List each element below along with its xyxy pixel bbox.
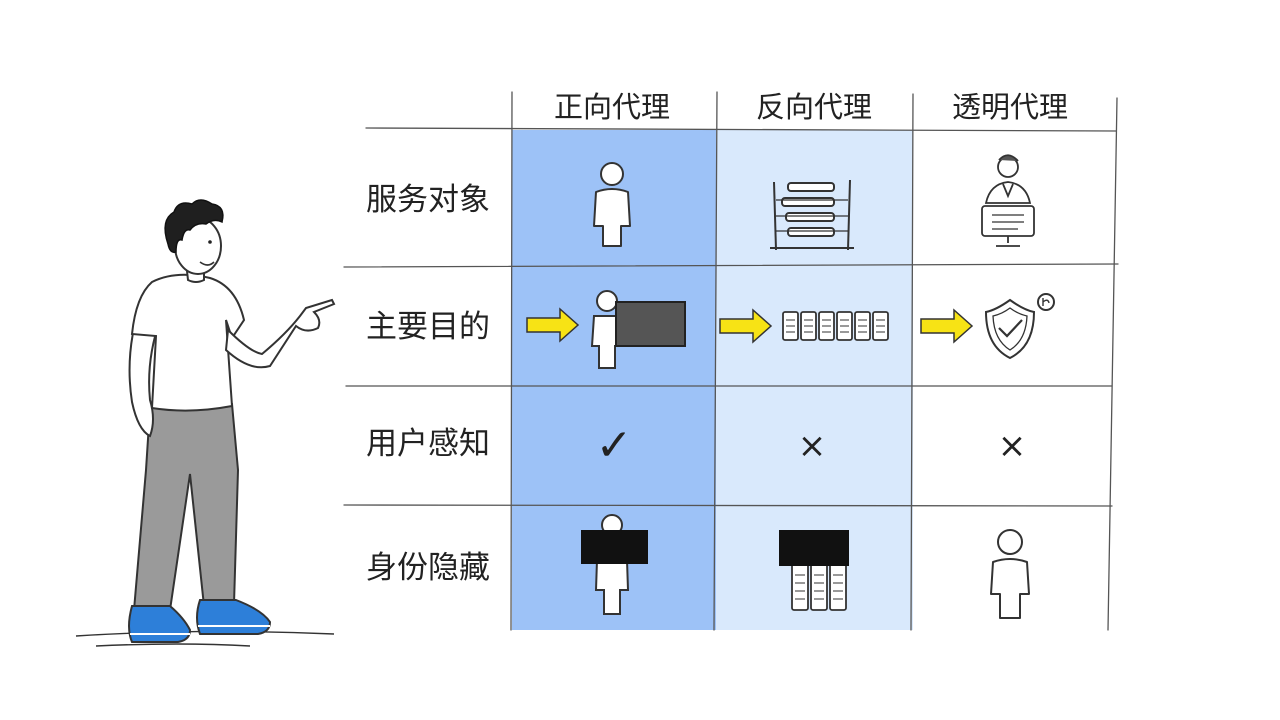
redaction-box <box>779 530 849 566</box>
reverse-awareness-mark: × <box>798 426 827 466</box>
smile <box>199 261 215 266</box>
hidden-person-icon <box>581 514 648 615</box>
forward-arrow <box>526 307 580 343</box>
row-header-service-target: 服务对象 <box>366 182 490 218</box>
arrow-to-shield-icon <box>920 293 1055 360</box>
person-icon <box>593 162 631 247</box>
pointing-arm <box>224 298 336 369</box>
wall-block <box>615 301 686 347</box>
hair <box>164 199 224 254</box>
visible-person-icon <box>990 529 1030 619</box>
arrow-to-person-behind-wall-icon <box>526 290 686 369</box>
col-header-reverse: 反向代理 <box>756 90 872 124</box>
hidden-server-icon <box>779 530 849 611</box>
col-header-forward: 正向代理 <box>554 90 670 124</box>
user-at-computer-icon <box>981 154 1035 247</box>
redaction-box <box>581 530 648 564</box>
row-header-user-awareness: 用户感知 <box>366 426 490 462</box>
table-grid <box>343 91 1119 631</box>
transparent-arrow <box>920 308 974 344</box>
forward-awareness-mark: ✓ <box>596 420 633 471</box>
arrow-to-server-cluster-icon <box>719 308 889 344</box>
transparent-awareness-mark: × <box>998 426 1027 466</box>
col-header-transparent: 透明代理 <box>952 90 1068 124</box>
left-shoe <box>128 605 192 643</box>
server-cluster <box>782 311 889 341</box>
right-shoe <box>196 599 272 635</box>
shield-icon <box>984 293 1055 360</box>
presenter-figure <box>75 199 336 647</box>
row-header-identity-hiding: 身份隐藏 <box>366 550 490 586</box>
server-rack-icon <box>770 179 854 251</box>
row-header-main-purpose: 主要目的 <box>366 309 490 345</box>
reverse-arrow <box>719 308 773 344</box>
